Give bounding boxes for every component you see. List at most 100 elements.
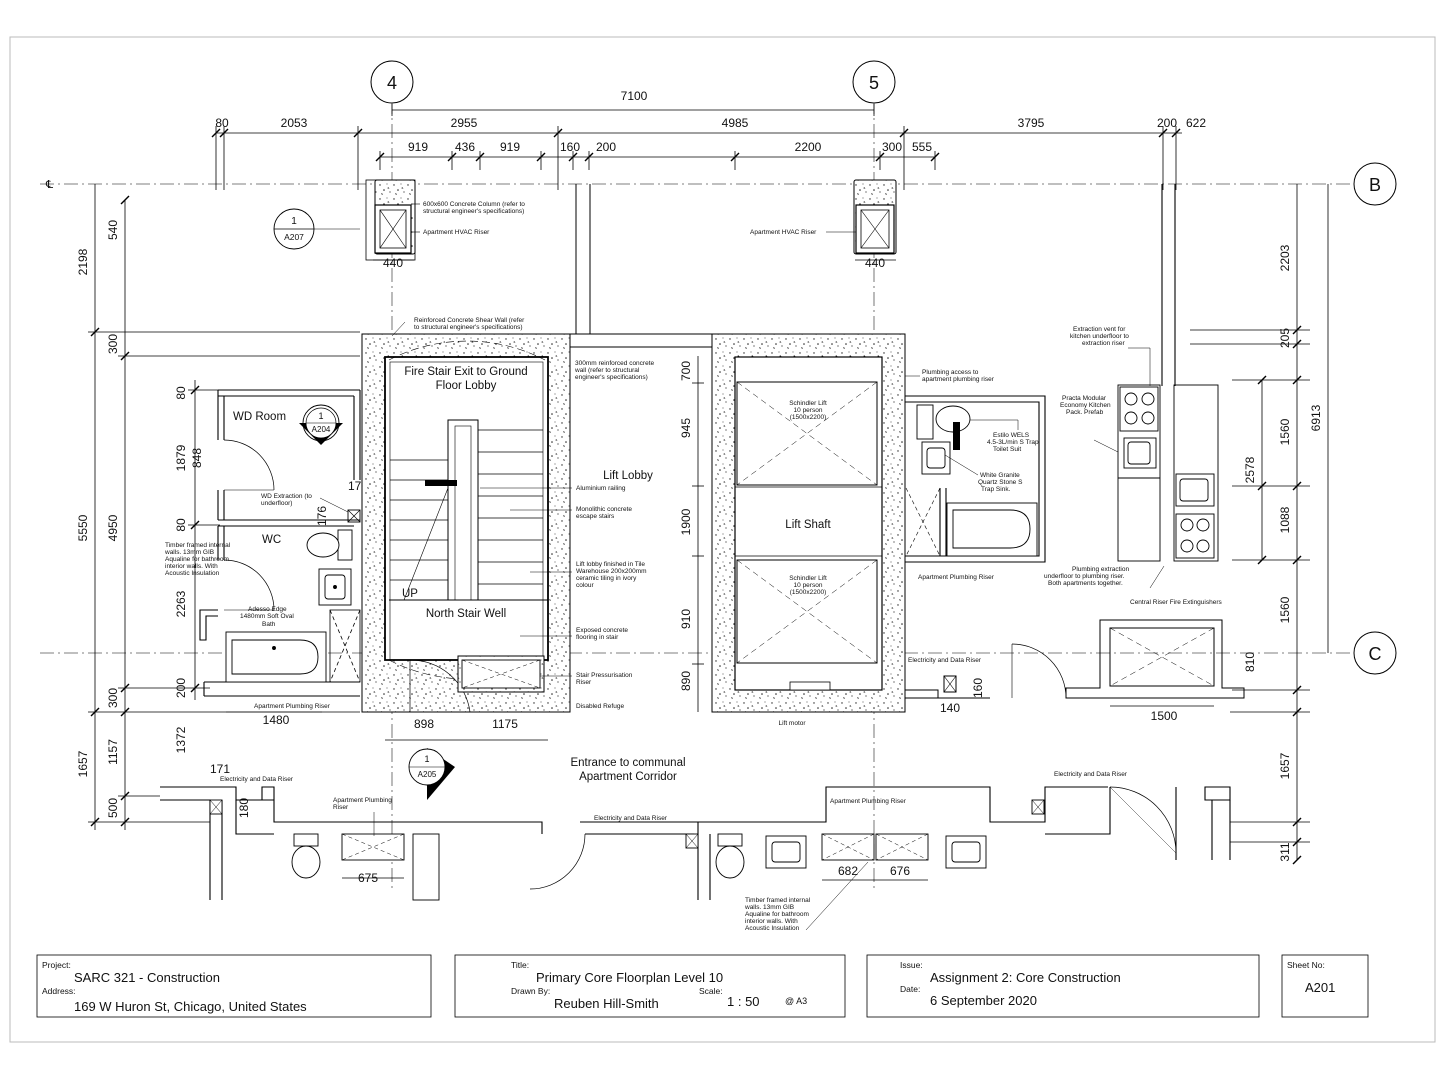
dim-160-mid: 160 — [971, 678, 985, 698]
dim-ticks-right — [1257, 325, 1302, 865]
dim-6913: 6913 — [1309, 404, 1323, 431]
section-a207-num: 1 — [291, 216, 297, 227]
lift-shaft — [711, 333, 906, 713]
note-timber-3: Aqualine for bathroom — [165, 556, 229, 563]
note-lift-motor: Lift motor — [778, 720, 806, 727]
note-timber-5: Acoustic Insulation — [165, 570, 220, 577]
section-a204-ref: A204 — [312, 425, 331, 434]
stair-leader-lines — [480, 487, 572, 677]
sheet-border — [9, 36, 1436, 1043]
note-bath-3: Bath — [262, 621, 276, 628]
dim-col-440a: 440 — [383, 256, 403, 270]
dim-3795: 3795 — [1018, 116, 1045, 130]
note-lift1-3: (1500x2200) — [790, 414, 827, 421]
wd-door-swing — [223, 439, 275, 491]
tb-address: 169 W Huron St, Chicago, United States — [74, 999, 307, 1014]
section-a207-ref: A207 — [284, 232, 304, 242]
dim-200b-top: 200 — [596, 140, 616, 154]
dim-540: 540 — [106, 220, 120, 240]
dim-1900: 1900 — [679, 508, 693, 535]
corridor-door-swing-a — [529, 833, 586, 890]
note-elec-c: Electricity and Data Riser — [594, 815, 668, 822]
dim-200-top: 200 — [1157, 116, 1177, 130]
note-toilet-2: 4.5-3L/min S Trap — [987, 439, 1039, 446]
note-wall300-1: 300mm reinforced concrete — [575, 360, 655, 367]
note-wd-ext-1: WD Extraction (to — [261, 493, 312, 500]
grid-bubble-c: C — [1353, 631, 1397, 675]
dim-7100: 7100 — [621, 89, 648, 103]
room-lift-lobby: Lift Lobby — [603, 470, 653, 482]
section-marker-a204: 1 A204 — [299, 404, 343, 445]
grid-label-5: 5 — [869, 73, 879, 93]
dim-675: 675 — [358, 871, 378, 885]
tb-title-label: Title: — [511, 960, 529, 970]
east-riser — [905, 619, 1245, 699]
tb-paper: @ A3 — [785, 996, 807, 1006]
dim-555: 555 — [912, 140, 932, 154]
dim-910: 910 — [679, 609, 693, 629]
note-wall300-2: wall (refer to structural — [574, 367, 640, 374]
east-apartment-walls — [1161, 184, 1176, 386]
room-entrance-1: Entrance to communal — [570, 757, 685, 769]
dim-848: 848 — [190, 448, 204, 468]
note-tile-4: colour — [576, 582, 595, 589]
right-bath — [946, 502, 1038, 557]
note-timber2-5: Acoustic Insulation — [745, 925, 800, 932]
note-tile-1: Lift lobby finished in Tile — [576, 561, 645, 568]
dim-1500: 1500 — [1151, 709, 1178, 723]
dim-945: 945 — [679, 418, 693, 438]
dim-810: 810 — [1243, 652, 1257, 672]
tb-address-label: Address: — [42, 986, 76, 996]
dim-140: 140 — [940, 701, 960, 715]
dim-1560a: 1560 — [1278, 418, 1292, 445]
dim-ticks-left — [90, 195, 200, 827]
note-hvac-b: Apartment HVAC Riser — [750, 229, 817, 236]
lobby-wall — [570, 184, 712, 348]
grid-bubble-5: 5 — [852, 60, 896, 104]
tb-date-label: Date: — [900, 984, 920, 994]
dim-300-left: 300 — [106, 334, 120, 354]
note-plumb-riser-a: Apartment Plumbing Riser — [254, 703, 331, 710]
dim-2263: 2263 — [174, 590, 188, 617]
room-fire-stair-2: Floor Lobby — [436, 380, 497, 392]
note-wall300-3: engineer's specifications) — [575, 374, 648, 381]
dim-700: 700 — [679, 361, 693, 381]
note-railing: Aluminium railing — [576, 485, 626, 492]
bath-tub — [225, 631, 327, 683]
note-fire-ext: Central Riser Fire Extinguishers — [1130, 599, 1223, 606]
note-press-2: Riser — [576, 679, 592, 686]
note-lift2-2: 10 person — [794, 582, 823, 589]
section-marker-a205: 1 A205 — [408, 748, 455, 800]
note-column-2: structural engineer's specifications) — [423, 208, 524, 215]
tb-drawn-by: Reuben Hill-Smith — [554, 996, 659, 1011]
note-vent-2: kitchen underfloor to — [1070, 333, 1129, 340]
centerline-symbol: ℄ — [45, 179, 53, 191]
dim-890: 890 — [679, 671, 693, 691]
dim-300b-left: 300 — [106, 688, 120, 708]
dim-1657-left: 1657 — [76, 750, 90, 777]
note-plumb-ext-2: underfloor to plumbing riser. — [1044, 573, 1125, 580]
note-mono-1: Monolithic concrete — [576, 506, 632, 513]
dim-1560b: 1560 — [1278, 596, 1292, 623]
tb-scale: 1 : 50 — [727, 994, 760, 1009]
section-a205-num: 1 — [424, 754, 429, 764]
note-exposed-2: flooring in stair — [576, 634, 619, 641]
tb-issue: Assignment 2: Core Construction — [930, 970, 1121, 985]
dim-col-440b: 440 — [865, 256, 885, 270]
note-elec-a: Electricity and Data Riser — [908, 657, 982, 664]
note-kitchen-1: Practa Modular — [1062, 395, 1107, 402]
dim-160-top: 160 — [560, 140, 580, 154]
right-sink — [921, 441, 951, 475]
dim-898: 898 — [414, 717, 434, 731]
dim-300-top: 300 — [882, 140, 902, 154]
tb-project: SARC 321 - Construction — [74, 970, 220, 985]
dim-1175: 1175 — [492, 717, 518, 731]
note-kitchen-3: Pack. Prefab — [1066, 409, 1104, 416]
dim-171: 171 — [210, 762, 230, 776]
dim-4985: 4985 — [722, 116, 749, 130]
note-tile-3: ceramic tiling in ivory — [576, 575, 637, 582]
room-entrance-2: Apartment Corridor — [579, 771, 677, 783]
dim-1879: 1879 — [174, 444, 188, 471]
note-bath-1: Adesso Edge — [248, 606, 287, 613]
left-dimension-lines — [88, 184, 360, 830]
